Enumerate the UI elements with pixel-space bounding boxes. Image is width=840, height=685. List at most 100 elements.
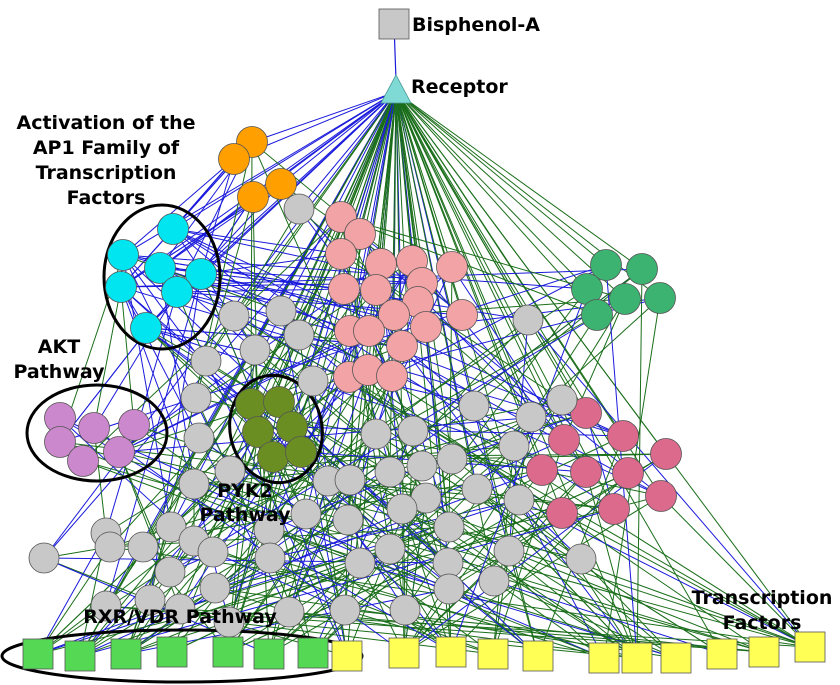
- signal-edge: [133, 424, 811, 648]
- rxr-vdr-node: [253, 638, 285, 670]
- green-node: [590, 249, 622, 281]
- signal-edge: [291, 426, 449, 564]
- cyan-node: [107, 239, 139, 271]
- gray-node: [503, 484, 535, 516]
- signal-edge: [214, 375, 393, 589]
- violet-node: [103, 436, 135, 468]
- receptor-edge: [233, 91, 397, 317]
- pink-node: [436, 251, 468, 283]
- signal-edge: [660, 495, 811, 648]
- rose-node: [570, 397, 602, 429]
- signal-edge: [450, 288, 588, 653]
- tf-label-line2: Factors: [723, 612, 802, 634]
- gray-node: [436, 443, 468, 475]
- signal-edge: [340, 216, 598, 316]
- gray-node: [515, 401, 547, 433]
- signal-edge: [120, 286, 207, 362]
- signal-edge: [327, 480, 539, 657]
- signal-edge: [79, 470, 231, 657]
- gray-node: [461, 473, 493, 505]
- gray-node: [397, 415, 429, 447]
- receptor-edge: [298, 91, 397, 210]
- rxr-label: RXR/VDR Pathway: [83, 606, 277, 628]
- transcription-factor-node: [748, 636, 780, 668]
- gray-node: [493, 535, 525, 567]
- signal-edge: [205, 208, 300, 362]
- green-node: [581, 299, 613, 331]
- green-node: [626, 253, 658, 285]
- pink-node: [410, 311, 442, 343]
- olive-node: [263, 386, 295, 418]
- signal-edge: [227, 479, 351, 653]
- gray-node: [389, 594, 421, 626]
- signal-edge: [233, 315, 811, 648]
- pink-node: [365, 248, 397, 280]
- rxr-vdr-node: [22, 638, 54, 670]
- receptor-edge: [395, 91, 638, 659]
- rose-node: [598, 493, 630, 525]
- transcription-factor-node: [331, 640, 363, 672]
- ap1-label-line1: Activation of the: [17, 112, 196, 134]
- gray-node: [154, 556, 186, 588]
- signal-edge: [508, 550, 539, 657]
- violet-node: [78, 412, 110, 444]
- signal-edge: [585, 412, 615, 510]
- transcription-factor-node: [388, 637, 420, 669]
- rxr-vdr-node: [64, 640, 96, 672]
- gray-node: [155, 511, 187, 543]
- signal-edge: [300, 260, 413, 453]
- orange-node: [218, 143, 250, 175]
- gray-node: [374, 456, 406, 488]
- pink-node: [325, 238, 357, 270]
- green-node: [644, 282, 676, 314]
- gray-node: [283, 319, 315, 351]
- receptor-edge: [395, 91, 539, 657]
- tf-label-line1: Transcription: [692, 587, 833, 609]
- green-node: [609, 283, 641, 315]
- signal-edge: [193, 314, 598, 542]
- gray-node: [478, 565, 510, 597]
- receptor-edge: [395, 91, 532, 418]
- gray-node: [297, 365, 329, 397]
- signal-edge: [37, 288, 588, 655]
- ap1-label-line2: AP1 Family of: [33, 137, 180, 159]
- gray-node: [164, 593, 196, 625]
- receptor-label: Receptor: [411, 76, 508, 98]
- pink-node: [446, 299, 478, 331]
- signal-edge: [585, 471, 638, 659]
- pink-node: [376, 360, 408, 392]
- violet-node: [44, 426, 76, 458]
- gray-node: [273, 596, 305, 628]
- receptor-edge: [395, 91, 607, 266]
- transcription-factor-node: [477, 638, 509, 670]
- rose-node: [548, 424, 580, 456]
- pyk2-label-line1: PYK2: [217, 480, 273, 502]
- receptor-node: [380, 74, 412, 104]
- rose-node: [612, 457, 644, 489]
- receptor-edge: [395, 91, 588, 290]
- gray-node: [546, 384, 578, 416]
- gray-node: [180, 382, 212, 414]
- signal-edge: [122, 254, 172, 528]
- pink-node: [328, 273, 360, 305]
- gray-node: [239, 334, 271, 366]
- gray-node: [432, 547, 464, 579]
- transcription-factor-node: [660, 642, 692, 674]
- pyk2-cluster-outline: [228, 373, 324, 485]
- gray-node: [190, 345, 222, 377]
- akt-label-line2: Pathway: [13, 361, 105, 383]
- signal-edge: [347, 319, 529, 521]
- ap1-label-line4: Factors: [67, 187, 146, 209]
- gray-node: [214, 455, 246, 487]
- gray-node: [344, 547, 376, 579]
- olive-node: [257, 441, 289, 473]
- receptor-edge: [395, 91, 626, 300]
- receptor-edge: [395, 91, 453, 268]
- signal-edge: [200, 273, 395, 316]
- receptor-edge: [280, 91, 397, 185]
- signal-edge: [269, 499, 520, 559]
- transcription-factor-node: [435, 636, 467, 668]
- signal-edge: [37, 451, 302, 655]
- rose-node: [607, 420, 639, 452]
- label-layer: Bisphenol-A Receptor Activation of the A…: [13, 14, 832, 634]
